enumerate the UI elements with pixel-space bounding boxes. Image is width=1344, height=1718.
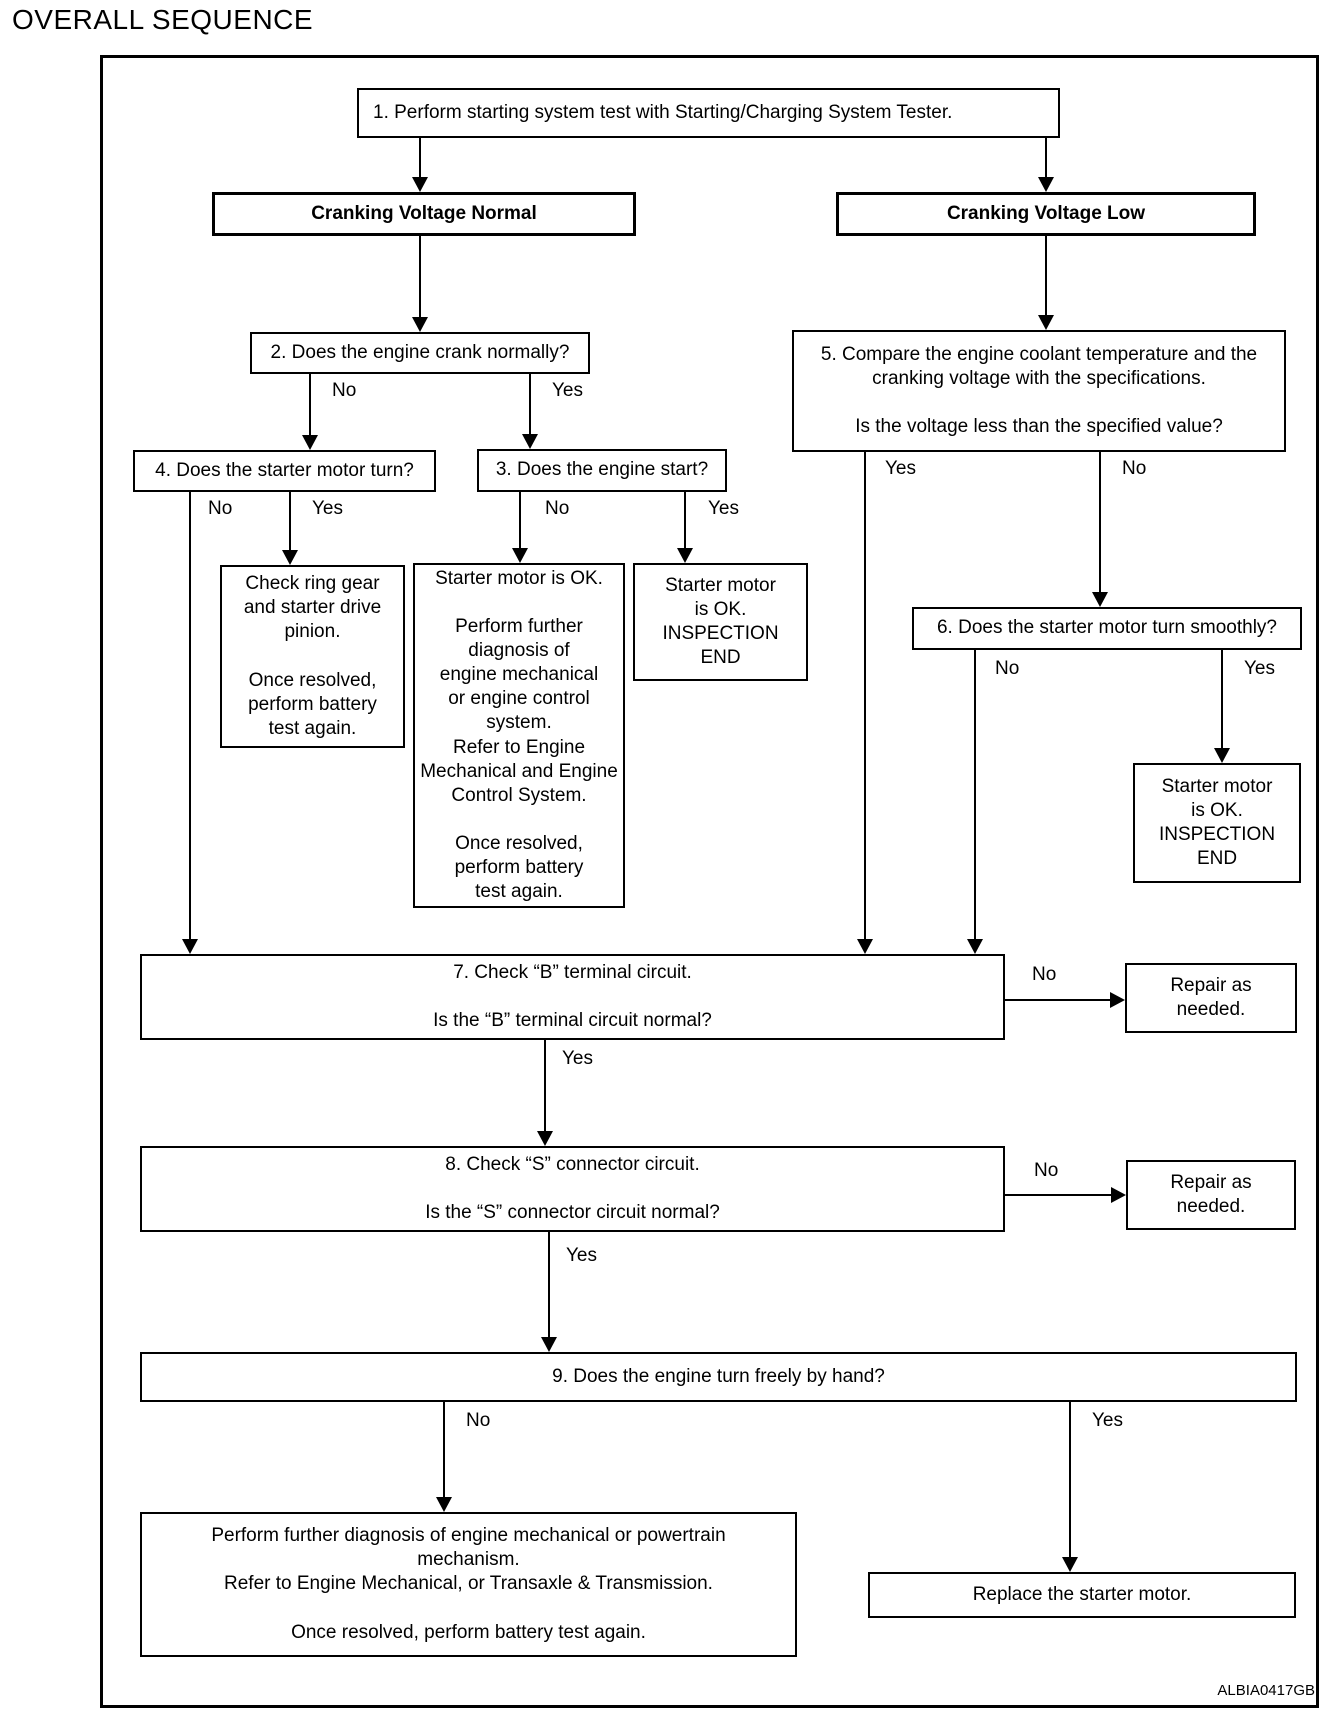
arrow-right-icon	[1110, 992, 1125, 1008]
label-no: No	[208, 498, 233, 519]
node-step6: 6. Does the starter motor turn smoothly?	[912, 607, 1302, 650]
flow-line	[544, 1040, 546, 1131]
flow-line	[1099, 452, 1101, 592]
node-step9: 9. Does the engine turn freely by hand?	[140, 1352, 1297, 1402]
arrow-down-icon	[1038, 315, 1054, 330]
flow-line	[684, 492, 686, 548]
label-yes: Yes	[885, 458, 916, 479]
label-no: No	[466, 1410, 491, 1431]
flow-line	[1005, 1194, 1111, 1196]
label-yes: Yes	[562, 1048, 593, 1069]
flow-line	[548, 1232, 550, 1337]
node-further-diagnosis: Perform further diagnosis of engine mech…	[140, 1512, 797, 1657]
label-yes: Yes	[1244, 658, 1275, 679]
node-repair-s-connector: Repair as needed.	[1126, 1160, 1296, 1230]
arrow-down-icon	[182, 939, 198, 954]
node-cranking-voltage-low: Cranking Voltage Low	[836, 192, 1256, 236]
arrow-down-icon	[857, 939, 873, 954]
node-step7: 7. Check “B” terminal circuit. Is the “B…	[140, 954, 1005, 1040]
flow-line	[864, 452, 866, 939]
flowchart-frame	[100, 55, 1319, 1708]
arrow-down-icon	[1092, 592, 1108, 607]
label-no: No	[545, 498, 570, 519]
label-no: No	[1034, 1160, 1059, 1181]
figure-code: ALBIA0417GB	[1217, 1682, 1315, 1699]
flow-line	[419, 236, 421, 317]
node-step1: 1. Perform starting system test with Sta…	[357, 88, 1060, 138]
label-yes: Yes	[552, 380, 583, 401]
flow-line	[1045, 236, 1047, 315]
arrow-down-icon	[537, 1131, 553, 1146]
arrow-down-icon	[1214, 748, 1230, 763]
flow-line	[974, 650, 976, 939]
arrow-down-icon	[302, 435, 318, 450]
label-no: No	[995, 658, 1020, 679]
arrow-down-icon	[1038, 177, 1054, 192]
flow-line	[1069, 1402, 1071, 1557]
flow-line	[189, 492, 191, 939]
node-cranking-voltage-normal: Cranking Voltage Normal	[212, 192, 636, 236]
flow-line	[309, 374, 311, 435]
node-step3: 3. Does the engine start?	[477, 449, 727, 492]
flow-line	[519, 492, 521, 548]
arrow-down-icon	[1062, 1557, 1078, 1572]
node-step2: 2. Does the engine crank normally?	[250, 332, 590, 374]
flow-line	[1005, 999, 1110, 1001]
flow-line	[419, 138, 421, 179]
flow-line	[529, 374, 531, 434]
node-inspection-end-right: Starter motor is OK. INSPECTION END	[1133, 763, 1301, 883]
arrow-down-icon	[512, 548, 528, 563]
label-yes: Yes	[1092, 1410, 1123, 1431]
node-step8: 8. Check “S” connector circuit. Is the “…	[140, 1146, 1005, 1232]
flow-line	[1045, 138, 1047, 179]
arrow-down-icon	[967, 939, 983, 954]
label-no: No	[1032, 964, 1057, 985]
arrow-down-icon	[282, 550, 298, 565]
label-yes: Yes	[312, 498, 343, 519]
node-step4: 4. Does the starter motor turn?	[133, 450, 436, 492]
arrow-down-icon	[541, 1337, 557, 1352]
arrow-down-icon	[677, 548, 693, 563]
label-no: No	[1122, 458, 1147, 479]
arrow-down-icon	[412, 177, 428, 192]
node-repair-b-terminal: Repair as needed.	[1125, 963, 1297, 1033]
page-title: OVERALL SEQUENCE	[12, 4, 314, 35]
node-check-ring-gear: Check ring gear and starter drive pinion…	[220, 565, 405, 748]
arrow-down-icon	[522, 434, 538, 449]
flow-line	[443, 1402, 445, 1497]
label-yes: Yes	[708, 498, 739, 519]
label-yes: Yes	[566, 1245, 597, 1266]
node-step5: 5. Compare the engine coolant temperatur…	[792, 330, 1286, 452]
flow-line	[1221, 650, 1223, 748]
arrow-down-icon	[412, 317, 428, 332]
node-starter-ok-further-diagnosis: Starter motor is OK. Perform further dia…	[413, 563, 625, 908]
node-inspection-end-left: Starter motor is OK. INSPECTION END	[633, 563, 808, 681]
arrow-right-icon	[1111, 1187, 1126, 1203]
arrow-down-icon	[436, 1497, 452, 1512]
node-replace-starter-motor: Replace the starter motor.	[868, 1572, 1296, 1618]
flow-line	[289, 492, 291, 550]
label-no: No	[332, 380, 357, 401]
